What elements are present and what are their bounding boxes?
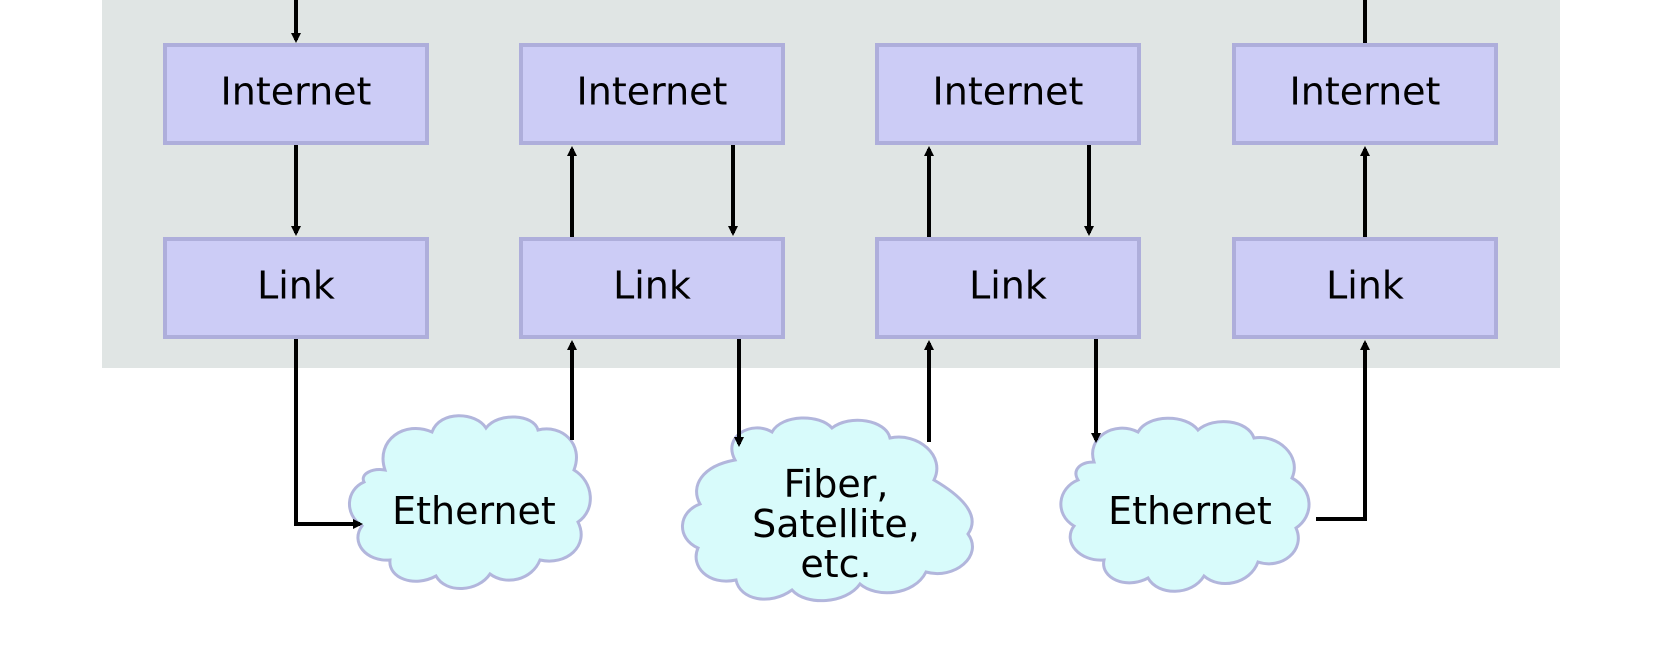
internet-layer-box-3 xyxy=(875,43,1141,145)
internet-layer-label-1: Internet xyxy=(221,70,372,114)
network-cloud-2: Fiber, Satellite, etc. xyxy=(681,416,974,603)
internet-layer-label-2: Internet xyxy=(577,70,728,114)
internet-layer-box-1 xyxy=(163,43,429,145)
network-cloud-3: Ethernet xyxy=(1059,416,1311,593)
cloud-label-2-line-1: Fiber, xyxy=(784,462,889,506)
link-layer-box-2 xyxy=(519,237,785,339)
link-layer-label-4: Link xyxy=(1326,264,1404,308)
link-layer-box-4 xyxy=(1232,237,1498,339)
link-layer-box-3 xyxy=(875,237,1141,339)
cloud-label-3: Ethernet xyxy=(1108,489,1272,533)
network-cloud-1: Ethernet xyxy=(348,414,592,590)
arrow-link-1-to-cloud-1 xyxy=(294,339,363,529)
internet-layer-box-2 xyxy=(519,43,785,145)
arrows xyxy=(291,0,1370,529)
cloud-label-2-line-2: Satellite, xyxy=(752,502,920,546)
cloud-label-2-line-3: etc. xyxy=(800,542,871,586)
link-layer-label-1: Link xyxy=(257,264,335,308)
cloud-shape-2 xyxy=(681,416,974,603)
internet-layer-box-4 xyxy=(1232,43,1498,145)
arrow-cloud-3-to-link-4 xyxy=(1316,340,1370,521)
link-layer-label-3: Link xyxy=(969,264,1047,308)
stack-1: Internet Link xyxy=(163,43,429,339)
internet-layer-label-4: Internet xyxy=(1290,70,1441,114)
stack-2: Internet Link xyxy=(519,43,785,339)
cloud-label-1: Ethernet xyxy=(392,489,556,533)
stack-4: Internet Link xyxy=(1232,43,1498,339)
stack-3: Internet Link xyxy=(875,43,1141,339)
link-layer-box-1 xyxy=(163,237,429,339)
internet-layer-label-3: Internet xyxy=(933,70,1084,114)
cloud-shape-3 xyxy=(1059,416,1311,593)
link-layer-label-2: Link xyxy=(613,264,691,308)
